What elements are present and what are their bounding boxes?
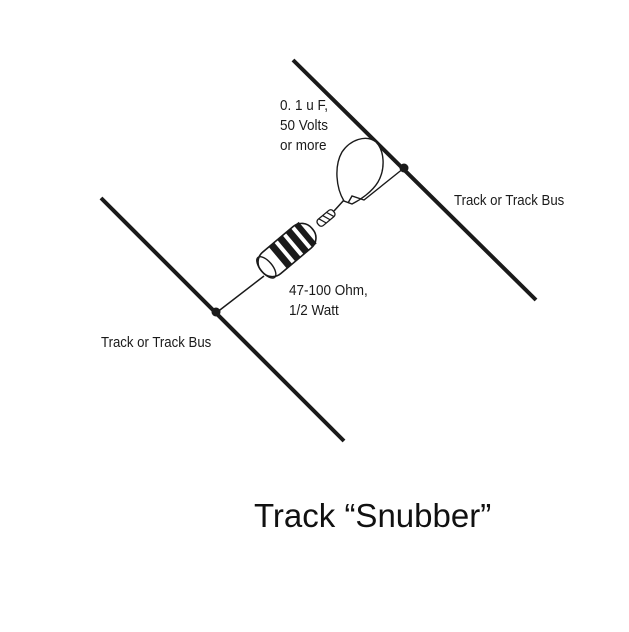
resistor-end-cap: [256, 255, 277, 279]
right-connection-dot: [399, 163, 409, 173]
resistor-band-1: [268, 242, 293, 269]
left-connection-dot: [211, 307, 221, 317]
resistor-band-4: [294, 221, 317, 248]
diagram-title: Track “Snubber”: [254, 497, 492, 534]
capacitor-voltage-label: 50 Volts: [280, 117, 329, 134]
capacitor-label: 0. 1 u F, 50 Volts or more: [280, 96, 328, 156]
capacitor-value-label: 0. 1 u F,: [280, 97, 329, 114]
capacitor-lead-wire-a: [333, 199, 345, 212]
resistor-wattage-label: 1/2 Watt: [289, 302, 339, 319]
left-track-rail: [99, 196, 346, 443]
resistor-band-3: [285, 228, 310, 255]
left-track-label: Track or Track Bus: [101, 334, 212, 351]
resistor-lead-wire: [215, 275, 265, 314]
capacitor-body: [336, 137, 384, 205]
resistor-value-label: 47-100 Ohm,: [289, 282, 368, 299]
resistor-label: 47-100 Ohm, 1/2 Watt: [289, 281, 368, 321]
right-track-label: Track or Track Bus: [454, 192, 565, 209]
resistor: [256, 221, 317, 279]
resistor-band-2: [277, 235, 301, 262]
right-track-rail: [291, 58, 538, 302]
capacitor-lead-wire-b: [347, 167, 405, 204]
capacitor-note-label: or more: [280, 137, 327, 154]
twisted-lead-joint: [316, 209, 336, 227]
